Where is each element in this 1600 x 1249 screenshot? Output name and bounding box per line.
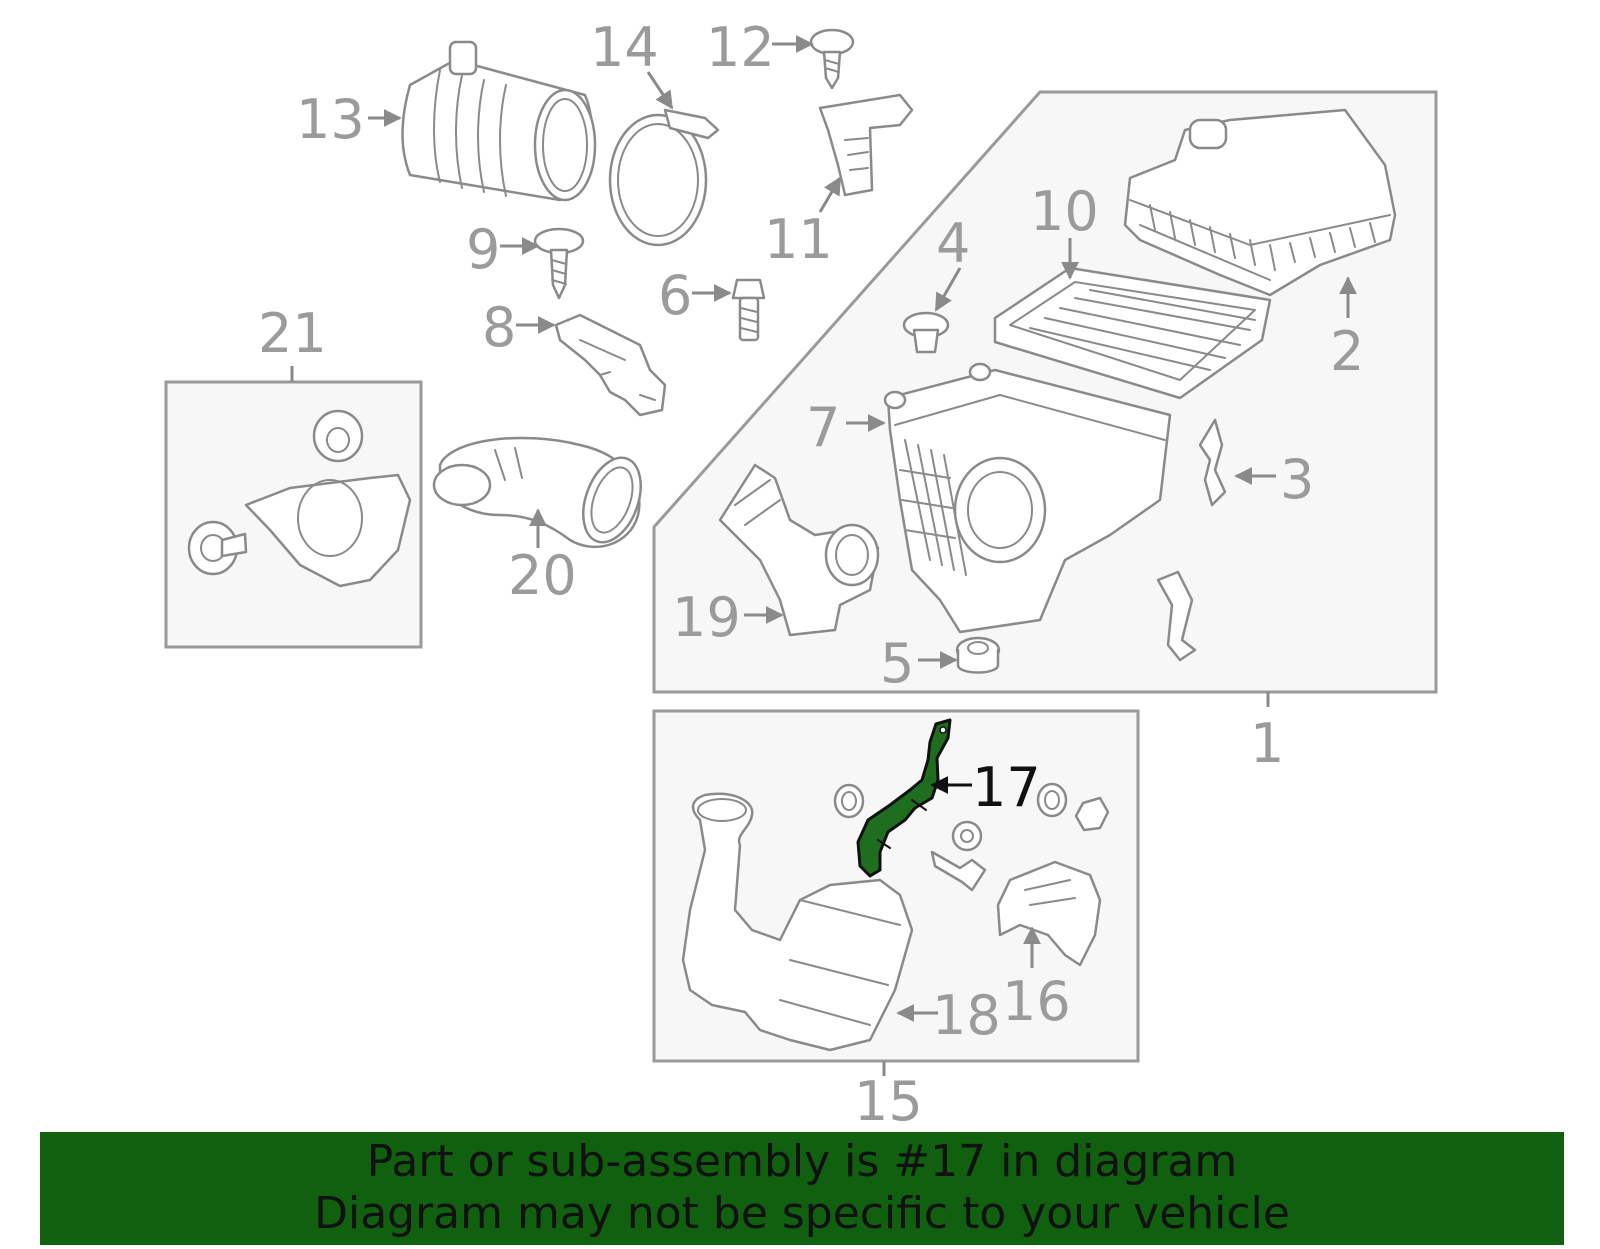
callout-3: 3 bbox=[1280, 448, 1314, 511]
part-21-items bbox=[187, 409, 412, 588]
arrow-11 bbox=[818, 176, 842, 213]
callout-6: 6 bbox=[658, 264, 692, 327]
part-4-grommet bbox=[902, 311, 950, 354]
callout-15: 15 bbox=[854, 1070, 923, 1133]
arrow-14 bbox=[646, 71, 674, 110]
part-20-duct bbox=[432, 436, 642, 549]
callout-10: 10 bbox=[1030, 180, 1099, 243]
part-17-bracket-highlighted bbox=[856, 718, 952, 878]
callout-14: 14 bbox=[590, 16, 659, 79]
part-3-clip bbox=[1198, 418, 1227, 507]
callout-8: 8 bbox=[482, 296, 516, 359]
part-6-bolt bbox=[731, 278, 766, 342]
callout-21: 21 bbox=[258, 302, 327, 365]
info-banner: Part or sub-assembly is #17 in diagram D… bbox=[40, 1132, 1564, 1245]
callout-2: 2 bbox=[1330, 320, 1364, 383]
part-11-sensor bbox=[818, 93, 914, 197]
part-18-resonator bbox=[681, 792, 914, 1052]
callout-13: 13 bbox=[296, 88, 365, 151]
callout-9: 9 bbox=[466, 218, 500, 281]
part-clip-unlabeled bbox=[1156, 570, 1197, 662]
callout-11: 11 bbox=[764, 208, 833, 271]
part-14-clamp bbox=[608, 108, 720, 247]
callout-20: 20 bbox=[508, 544, 577, 607]
callout-7: 7 bbox=[806, 396, 840, 459]
part-9-screw bbox=[533, 227, 585, 300]
callout-16: 16 bbox=[1002, 970, 1071, 1033]
banner-line-2: Diagram may not be specific to your vehi… bbox=[314, 1188, 1290, 1239]
part-15-washers bbox=[833, 782, 1110, 892]
callout-19: 19 bbox=[672, 586, 741, 649]
callout-12: 12 bbox=[706, 16, 775, 79]
banner-line-1: Part or sub-assembly is #17 in diagram bbox=[366, 1136, 1238, 1187]
part-8-bracket bbox=[554, 313, 667, 417]
callout-18: 18 bbox=[932, 984, 1001, 1047]
callout-1: 1 bbox=[1250, 712, 1284, 775]
part-7-airbox bbox=[883, 362, 1172, 634]
callout-5: 5 bbox=[880, 632, 914, 695]
part-13-hose bbox=[401, 40, 597, 202]
part-16-bracket bbox=[996, 860, 1102, 967]
part-2-cover bbox=[1123, 108, 1397, 297]
part-19-duct bbox=[718, 463, 880, 637]
part-5-grommet bbox=[955, 636, 1001, 674]
callout-17: 17 bbox=[972, 756, 1041, 819]
arrow-4 bbox=[934, 267, 962, 312]
part-12-screw bbox=[809, 28, 855, 90]
callout-4: 4 bbox=[936, 212, 970, 275]
